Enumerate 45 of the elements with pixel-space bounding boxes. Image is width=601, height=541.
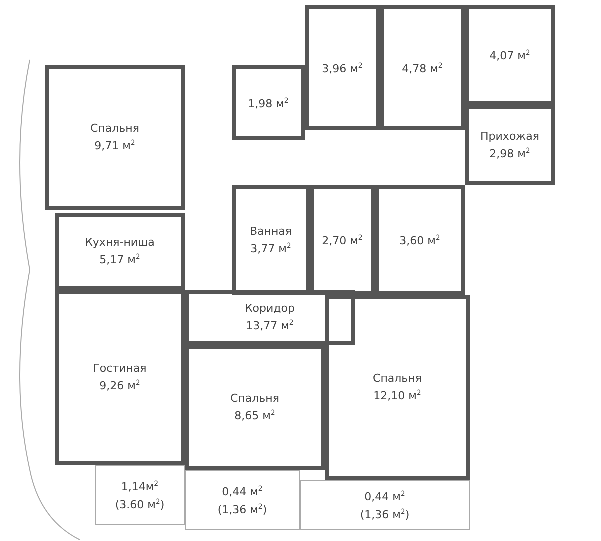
area-label: 3,60 м$^{2}$ xyxy=(400,233,440,249)
room-name: Спальня xyxy=(90,121,140,136)
total-area-label: (3.60 м$^{2}$) xyxy=(115,497,165,513)
room-name: Коридор xyxy=(245,301,295,316)
room-name: Ванная xyxy=(250,224,292,239)
area-label: 12,10 м$^{2}$ xyxy=(374,388,422,404)
room xyxy=(232,65,305,140)
room-name: Кухня-ниша xyxy=(85,235,155,250)
area-label: 4,07 м$^{2}$ xyxy=(490,48,530,64)
room xyxy=(465,5,555,105)
area-label: 2,98 м$^{2}$ xyxy=(490,146,530,162)
area-label: 1,14м$^{2}$ xyxy=(121,479,159,495)
balcony-area xyxy=(95,465,185,525)
area-label: 0,44 м$^{2}$ xyxy=(364,489,406,505)
room xyxy=(185,345,325,470)
room xyxy=(45,65,185,210)
room xyxy=(380,5,465,130)
room xyxy=(325,295,470,480)
balcony-area xyxy=(185,470,300,530)
room xyxy=(310,185,375,295)
area-label: 0,44 м$^{2}$ xyxy=(222,484,263,500)
room xyxy=(185,290,355,345)
balcony-area xyxy=(300,480,470,530)
room xyxy=(232,185,310,295)
room xyxy=(465,105,555,185)
area-label: 9,71 м$^{2}$ xyxy=(94,138,136,154)
room xyxy=(375,185,465,295)
room-name: Спальня xyxy=(230,391,280,406)
area-label: 8,65 м$^{2}$ xyxy=(234,408,276,424)
room-name: Прихожая xyxy=(480,128,540,144)
room xyxy=(55,213,185,290)
room-name: Спальня xyxy=(373,371,422,386)
area-label: 2,70 м$^{2}$ xyxy=(322,233,363,249)
area-label: 13,77 м$^{2}$ xyxy=(246,318,294,334)
area-label: 1,98 м$^{2}$ xyxy=(248,96,289,112)
area-label: 9,26 м$^{2}$ xyxy=(100,378,140,394)
area-label: 4,78 м$^{2}$ xyxy=(402,60,443,76)
room xyxy=(305,5,380,130)
room xyxy=(55,290,185,465)
total-area-label: (1,36 м$^{2}$) xyxy=(360,507,410,523)
area-label: 3,96 м$^{2}$ xyxy=(322,60,363,76)
area-label: 5,17 м$^{2}$ xyxy=(100,252,140,268)
total-area-label: (1,36 м$^{2}$) xyxy=(218,502,268,518)
area-label: 3,77 м$^{2}$ xyxy=(250,240,292,256)
room-name: Гостиная xyxy=(93,361,147,376)
